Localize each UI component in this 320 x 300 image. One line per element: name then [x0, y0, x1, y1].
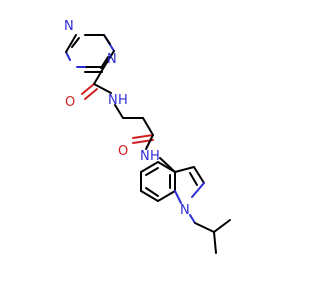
bond-pyz-to-carbonyl: [93, 66, 105, 85]
atom-indole-n: N: [180, 203, 190, 218]
bond-ch-ch3a: [213, 219, 231, 233]
bond-ch2-ch: [194, 222, 215, 233]
bond-ch2b-c2: [142, 117, 154, 136]
bond-co2-a: [132, 134, 154, 139]
bond-n1-ch2a: [114, 104, 124, 119]
indole-benzene-ring: [140, 161, 176, 202]
amide-1: [81, 83, 112, 100]
bond-pyr-c3a-c3: [174, 166, 195, 173]
atom-amide2-h: H: [150, 149, 160, 164]
indole-pyrrole-ring: [174, 166, 205, 204]
bond-ind-c5-c4: [157, 161, 176, 173]
bond-ind-c3a-c7a: [157, 190, 176, 202]
bond-pyr-c3-c2-double: [189, 172, 198, 186]
isobutyl-group: [189, 214, 231, 254]
bond-n-ch2: [189, 214, 196, 224]
structure-canvas: N N O N H O N H N: [64, 19, 231, 254]
molecule-diagram: N N O N H O N H N: [64, 19, 231, 254]
pyrazine-ring: [65, 34, 115, 73]
ethylene-linker: [114, 104, 154, 136]
bond-ind-c7a-c7: [140, 190, 159, 202]
atom-amide1-n: N: [108, 93, 118, 108]
atom-pyrazine-n4: N: [64, 19, 74, 34]
bond-c2-n2: [145, 134, 154, 150]
atom-labels: N N O N H O N H N: [64, 19, 190, 218]
bond-co1-a: [81, 83, 95, 95]
bond-co1-b: [84, 88, 98, 100]
bond-ind-c6-c5: [140, 161, 159, 173]
atom-pyrazine-n1: N: [107, 52, 117, 67]
bond-pyz-n1-c6: [65, 51, 71, 61]
bond-pyz-c5-c2: [103, 50, 115, 68]
atom-amide2-n: N: [140, 149, 150, 164]
atom-amide1-o: O: [65, 95, 75, 110]
bond-pyr-c3-c2: [193, 166, 205, 184]
atom-amide2-o: O: [118, 144, 128, 159]
bond-ind-double-c: [145, 187, 159, 197]
bond-pyz-c6-c3: [65, 34, 77, 53]
bond-pyr-c2-n1: [191, 182, 205, 198]
amide-2: [132, 134, 154, 150]
bond-ind-double-a: [145, 167, 159, 176]
bond-pyz-n4-c5-b: [103, 34, 111, 45]
bond-pyz-c6-c3-double: [71, 37, 80, 48]
bond-ch-ch3b: [213, 231, 217, 254]
bond-c1-n1: [93, 83, 112, 94]
bond-pyr-n1-c7a: [174, 190, 182, 204]
atom-amide1-h: H: [118, 93, 128, 108]
